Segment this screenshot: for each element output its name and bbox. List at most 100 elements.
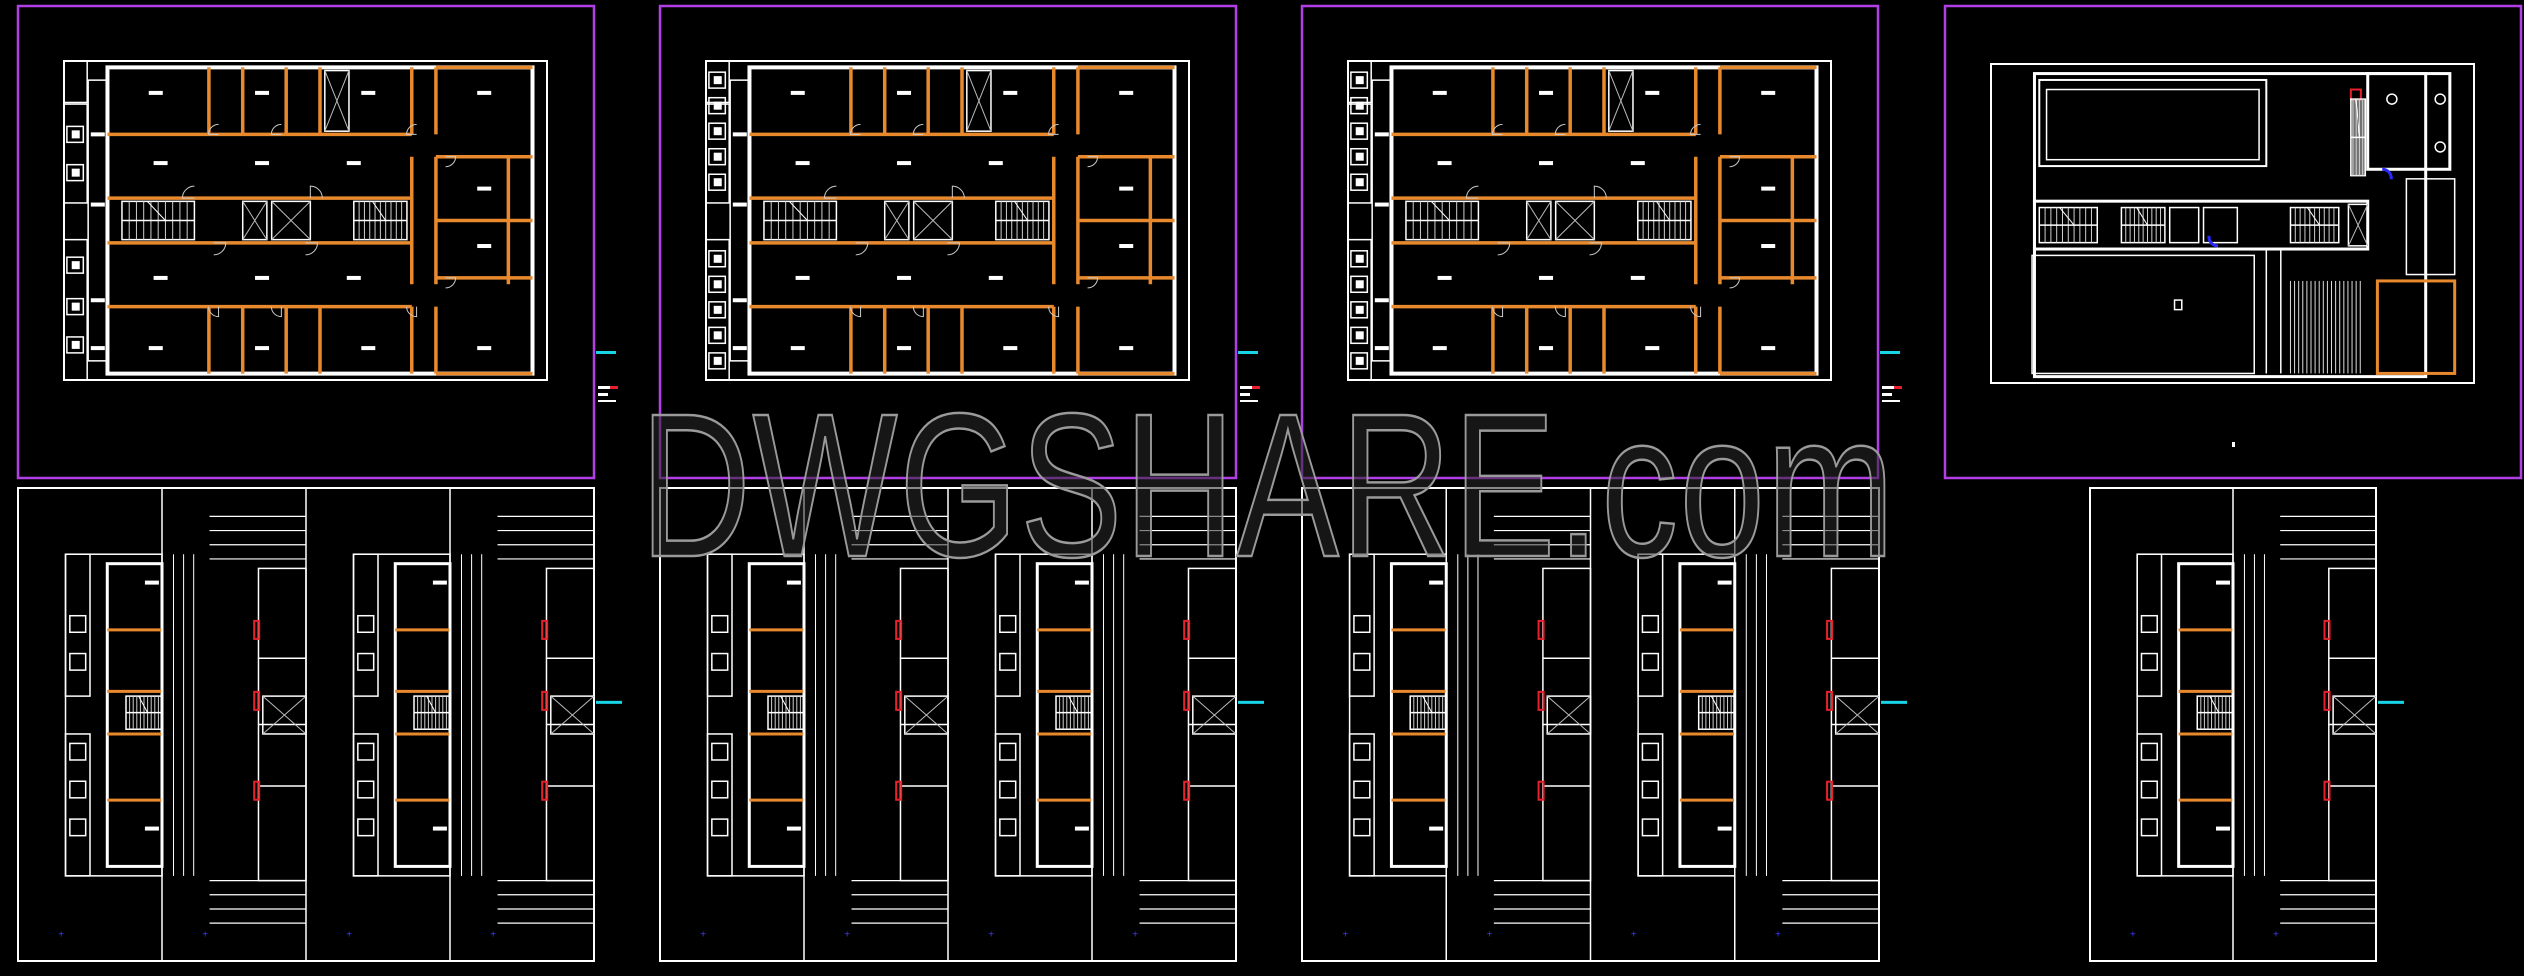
planter-core	[713, 152, 722, 161]
balcony-planter	[708, 275, 727, 294]
red-opening-mark	[1537, 619, 1545, 640]
drawing-layer: ++++++++++++++	[16, 4, 2523, 962]
planter-core	[713, 331, 722, 340]
legend-line	[598, 393, 608, 396]
stair-break-line	[788, 201, 808, 221]
room-label-mark	[988, 161, 1003, 166]
balcony-planter	[708, 301, 727, 319]
shaft-void	[324, 69, 350, 132]
elevator-car	[1525, 200, 1552, 241]
balcony-planter	[999, 742, 1017, 761]
floor-plan-3	[1347, 60, 1832, 381]
red-opening-mark	[253, 780, 261, 801]
room-label-mark	[732, 132, 747, 137]
door-swing-icon	[2207, 235, 2219, 248]
column-icon	[2434, 93, 2446, 105]
balcony-planter	[1350, 147, 1369, 166]
planter-core	[713, 76, 722, 85]
door-swing-icon	[1554, 123, 1566, 135]
stair-break-line	[2306, 207, 2320, 226]
balcony-planter	[2140, 742, 2158, 761]
site-outline	[1990, 63, 2475, 384]
lift-shaft-cross	[1546, 695, 1591, 735]
ucs-marker-icon: +	[988, 929, 994, 940]
room-label-mark	[255, 346, 270, 351]
balcony-strip	[64, 553, 91, 697]
roof-terrace	[2031, 254, 2255, 375]
balcony-planter	[1350, 122, 1369, 140]
balcony-planter	[1350, 173, 1369, 191]
elevator-car	[241, 200, 268, 241]
room	[2168, 206, 2200, 244]
room-label-mark	[795, 275, 810, 280]
balcony-planter	[1641, 818, 1660, 837]
balcony-strip	[705, 238, 730, 381]
room-label-mark	[361, 346, 376, 351]
roof-plan	[1990, 63, 2475, 384]
stair-break-line	[1655, 201, 1671, 221]
room-label-mark	[477, 346, 492, 351]
room-label-mark	[1119, 186, 1134, 191]
balcony-planter	[1350, 326, 1369, 345]
stair-break-line	[2355, 99, 2361, 138]
red-opening-mark	[541, 690, 549, 711]
balcony-planter	[69, 818, 87, 837]
stair-break-line	[146, 201, 166, 221]
planter-core	[1355, 127, 1364, 136]
room-label-mark	[1374, 202, 1389, 207]
planter-core	[713, 305, 722, 314]
room-label-mark	[786, 580, 801, 585]
room-label-mark	[1003, 346, 1018, 351]
ucs-marker-icon: +	[1631, 929, 1637, 940]
ucs-marker-icon: +	[1342, 929, 1348, 940]
red-opening-mark	[541, 619, 549, 640]
sheet-frame-2[interactable]	[658, 4, 1238, 480]
room-label-mark	[1539, 90, 1554, 95]
balcony-planter	[708, 96, 727, 115]
room-label-mark	[1437, 275, 1452, 280]
sheet-frame-4[interactable]	[1943, 4, 2523, 480]
room-label-mark	[795, 161, 810, 166]
room	[2202, 206, 2239, 244]
balcony-planter	[357, 780, 375, 799]
lift-shaft	[550, 695, 595, 735]
red-opening-mark	[2323, 780, 2331, 801]
balcony-planter	[69, 652, 87, 671]
legend-red-mark	[610, 386, 618, 389]
building-outline	[1347, 60, 1832, 381]
door-swing-icon	[912, 306, 924, 318]
sheet-frame-1[interactable]	[16, 4, 596, 480]
building-outline	[705, 60, 1190, 381]
door-swing-icon	[445, 156, 457, 168]
balcony-strip	[994, 553, 1021, 697]
floor-plan-1	[63, 60, 548, 381]
balcony-strip	[63, 103, 88, 204]
legend-cyan-mark	[2378, 700, 2404, 704]
planter-core	[1355, 76, 1364, 85]
shaft-void-cross	[966, 70, 992, 132]
stair-break-line	[1422, 695, 1433, 713]
floor-plan-2	[705, 60, 1190, 381]
door-swing-icon	[181, 185, 195, 199]
shaft-void	[1608, 69, 1634, 132]
room-label-mark	[477, 90, 492, 95]
balcony-strip	[352, 733, 379, 877]
door-swing-icon	[305, 242, 319, 256]
room-label-mark	[1074, 580, 1089, 585]
room-label-mark	[1003, 90, 1018, 95]
balcony-planter	[69, 780, 87, 799]
ucs-marker-icon: +	[1775, 929, 1781, 940]
red-opening-mark	[895, 690, 903, 711]
column-icon	[2386, 93, 2398, 105]
orange-room	[2375, 279, 2457, 375]
planter-core	[71, 130, 80, 139]
room-label-mark	[1717, 826, 1732, 831]
room-label-mark	[1437, 161, 1452, 166]
room-label-mark	[255, 161, 270, 166]
swimming-pool	[2038, 78, 2268, 168]
sheet-frame-3[interactable]	[1300, 4, 1880, 480]
legend-line	[1882, 393, 1892, 396]
room-label-mark	[1539, 161, 1554, 166]
stair-break-line	[2136, 207, 2148, 226]
